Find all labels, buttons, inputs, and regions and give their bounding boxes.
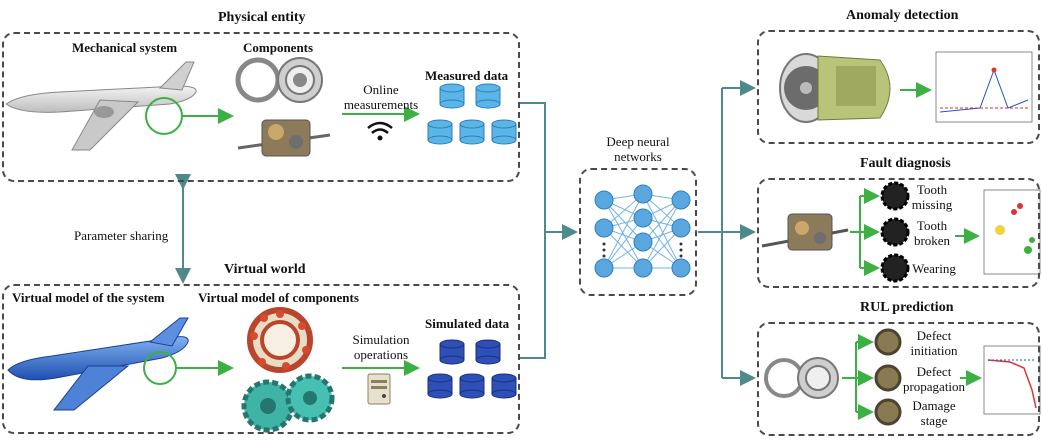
parameter-sharing-label: Parameter sharing [74,228,169,243]
gear-icons [880,181,910,283]
rul-item-damage-stage: Damage stage [902,398,966,428]
physical-entity-title: Physical entity [218,10,306,25]
rul-branch-arrows [842,334,982,420]
mechanical-system-label: Mechanical system [72,40,178,55]
measured-data-label: Measured data [425,68,509,83]
fault-gearbox-icon [761,213,849,251]
bearing-icon [235,57,323,103]
rul-bearing-icon [764,357,839,399]
virtual-gears-icon [241,373,335,433]
fault-item-line: Wearing [912,261,956,276]
components-label: Components [243,40,314,55]
virtual-model-components-label: Virtual model of components [198,290,359,305]
dnn-to-outputs-connector [698,80,756,386]
anomaly-detection-title: Anomaly detection [846,8,959,23]
rul-item-line: stage [920,413,948,428]
fault-diagnosis-title: Fault diagnosis [860,156,951,171]
online-line-1: Online [363,82,399,97]
fault-branch-arrows [850,188,980,276]
dnn-line-1: Deep neural [606,134,670,149]
simulated-database-icons [427,339,517,399]
neural-network-icon [594,184,691,278]
anomaly-detection-box [757,30,1040,144]
simulated-to-dnn-connector [520,232,546,359]
simulated-data-label: Simulated data [425,316,510,331]
rul-item-line: initiation [910,343,958,358]
server-icon [367,373,391,405]
rul-prediction-box [757,322,1040,436]
virtual-airplane-icon [7,317,234,411]
virtual-bearing-icon [247,307,313,373]
fault-item-line: Tooth [916,218,948,233]
airplane-icon [5,61,234,151]
rul-item-line: propagation [902,379,966,394]
simulation-line-2: operations [353,347,409,362]
fault-item-tooth-missing: Tooth missing [908,182,956,212]
rul-item-defect-initiation: Defect initiation [902,328,966,358]
rul-prediction-title: RUL prediction [860,300,954,315]
dnn-label: Deep neural networks [588,134,688,164]
measured-to-dnn-connector [520,102,578,240]
physical-entity-box [2,32,520,182]
rul-item-line: Defect [916,328,952,343]
fault-item-line: broken [913,233,951,248]
turbofan-engine-icon [779,53,891,123]
damaged-bearing-icons [874,328,902,426]
fault-item-tooth-broken: Tooth broken [908,218,956,248]
fault-item-line: Tooth [916,182,948,197]
simulation-line-1: Simulation [352,332,410,347]
fault-diagnosis-box [757,178,1040,288]
rul-item-defect-propagation: Defect propagation [900,364,968,394]
fault-item-line: missing [911,197,953,212]
online-measurements-label: Online measurements [336,82,426,112]
online-line-2: measurements [343,97,419,112]
simulation-operations-label: Simulation operations [336,332,426,362]
dnn-line-2: networks [614,149,662,164]
wifi-icon [367,121,393,141]
rul-curve-plot-icon [983,345,1041,415]
gearbox-icon [237,119,331,157]
fault-item-wearing: Wearing [908,261,960,276]
virtual-world-box [2,284,520,434]
rul-item-line: Damage [912,398,956,413]
anomaly-plot-icon [935,51,1033,123]
virtual-world-title: Virtual world [224,262,306,277]
dnn-box [579,168,697,296]
fault-scatter-plot-icon [983,189,1041,275]
measured-database-icons [427,83,517,145]
virtual-model-system-label: Virtual model of the system [12,290,165,305]
rul-item-line: Defect [916,364,952,379]
